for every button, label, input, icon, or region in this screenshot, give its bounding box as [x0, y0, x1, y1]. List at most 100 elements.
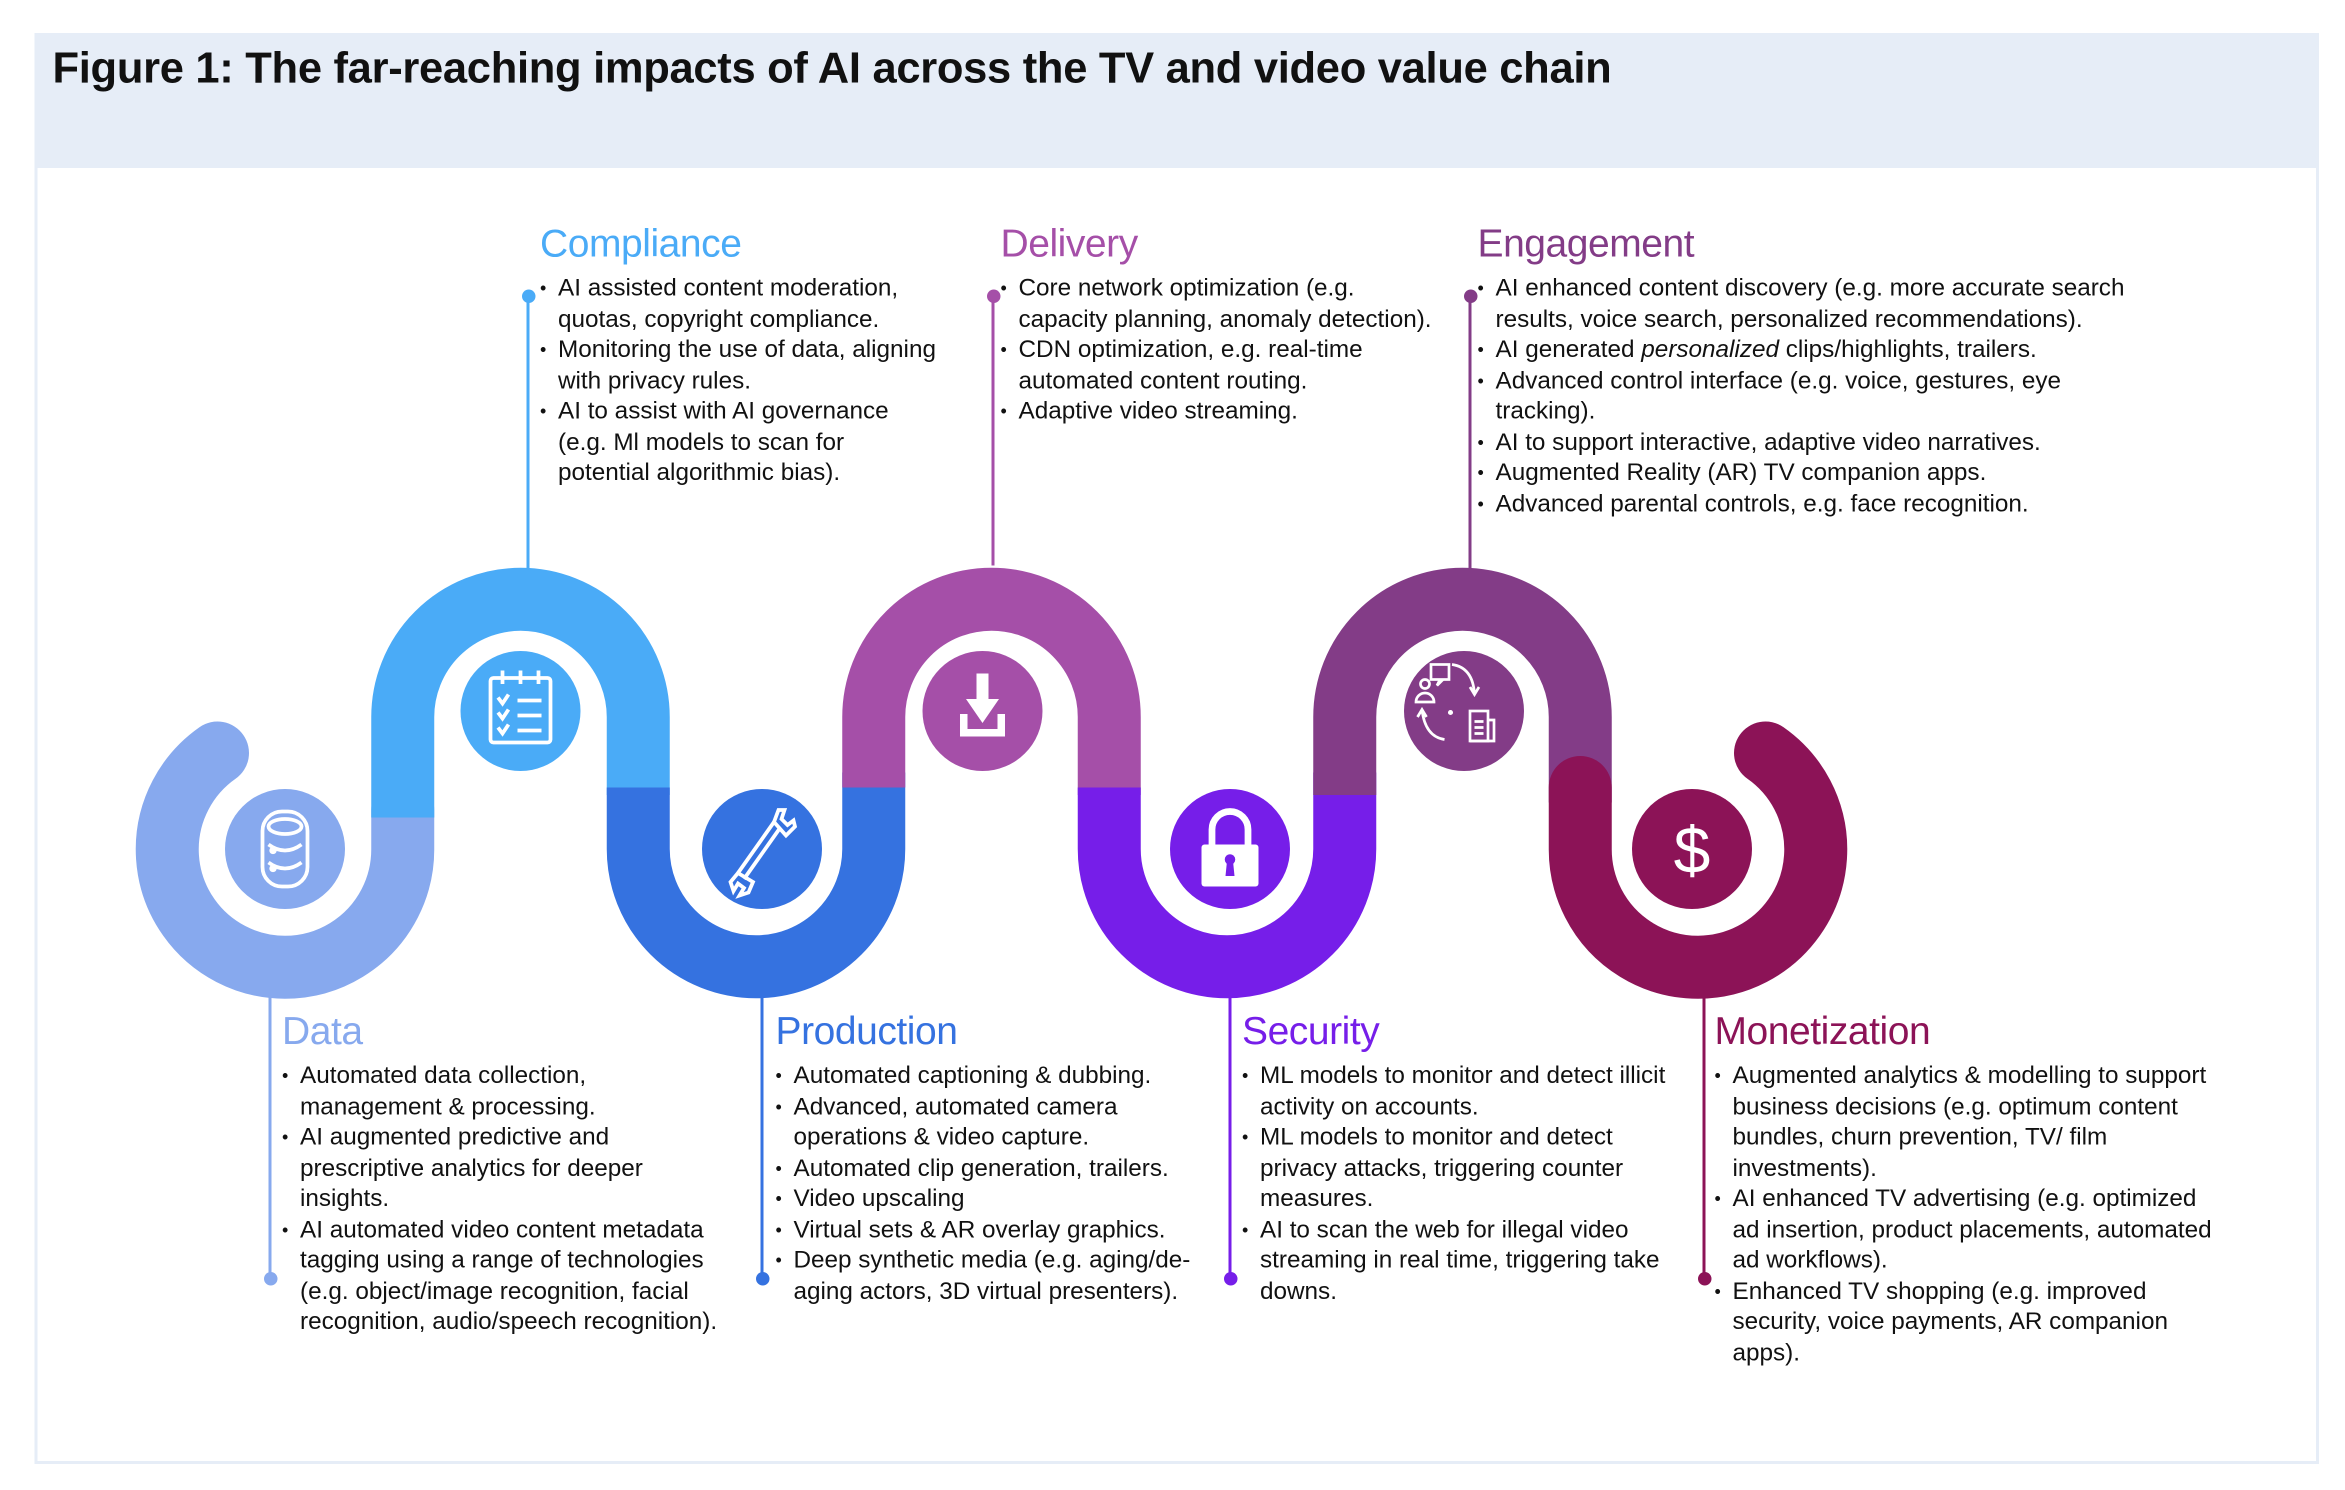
- stage-bullet-item: Augmented Reality (AR) TV companion apps…: [1478, 458, 2138, 489]
- stage-title: Engagement: [1477, 220, 1695, 266]
- emphasis-text: personalized: [1641, 336, 1779, 363]
- wrench-icon: [728, 808, 798, 899]
- bullet-text: AI generated: [1495, 336, 1642, 363]
- bullet-text: Video upscaling: [793, 1185, 965, 1212]
- bullet-text: Automated captioning & dubbing.: [793, 1062, 1152, 1089]
- stage-bullet-item: Advanced, automated camera operations & …: [776, 1091, 1226, 1153]
- bullet-text: Automated data collection, management & …: [300, 1062, 596, 1120]
- bullet-text: Core network optimization (e.g. capacity…: [1018, 274, 1432, 333]
- production-connector: [760, 990, 764, 1278]
- stage-item-list: AI enhanced content discovery (e.g. more…: [1478, 273, 2138, 519]
- stage-bullet-item: AI automated video content metadata tagg…: [282, 1214, 732, 1337]
- stage-bullet-item: Automated clip generation, trailers.: [776, 1153, 1226, 1184]
- stage-bullet-item: AI to scan the web for illegal video str…: [1242, 1214, 1677, 1306]
- stage-bullet-item: AI generated personalized clips/highligh…: [1478, 335, 2138, 366]
- stage-bullet-item: Augmented analytics & modelling to suppo…: [1715, 1061, 2218, 1184]
- delivery-connector: [991, 295, 995, 566]
- dollar-icon: $: [1674, 813, 1711, 887]
- snake-segment-compliance: [371, 567, 670, 818]
- snake-segment-security: [1077, 772, 1377, 999]
- stage-bullet-item: Monitoring the use of data, aligning wit…: [540, 335, 938, 397]
- snake-segment-engagement: [1313, 567, 1612, 803]
- engagement-connector: [1468, 295, 1472, 578]
- snake-segment-production: [606, 772, 906, 999]
- stage-bullet-item: AI augmented predictive and prescriptive…: [282, 1122, 732, 1214]
- stage-bullet-item: Advanced control interface (e.g. voice, …: [1478, 365, 2138, 427]
- stage-bullet-item: AI to assist with AI governance (e.g. Ml…: [540, 396, 938, 488]
- header-band: [34, 33, 2319, 168]
- bullet-text: AI to assist with AI governance (e.g. Ml…: [558, 397, 889, 487]
- database-icon: [260, 809, 310, 889]
- stage-item-list: Augmented analytics & modelling to suppo…: [1715, 1061, 2218, 1369]
- bullet-text: Advanced parental controls, e.g. face re…: [1495, 489, 2029, 517]
- bullet-text: ML models to monitor and detect illicit …: [1260, 1062, 1666, 1120]
- stage-bullet-item: ML models to monitor and detect privacy …: [1242, 1122, 1677, 1214]
- compliance-connector: [526, 295, 530, 578]
- production-icon-circle: [702, 789, 822, 909]
- stage-production: ProductionAutomated captioning & dubbing…: [776, 1008, 1226, 1307]
- stage-bullet-item: AI enhanced TV advertising (e.g. optimiz…: [1715, 1184, 2218, 1276]
- stage-bullet-item: AI assisted content moderation, quotas, …: [540, 273, 938, 335]
- bullet-text: Adaptive video streaming.: [1018, 397, 1298, 425]
- monetization-connector-dot: [1697, 1272, 1711, 1286]
- bullet-text: AI enhanced TV advertising (e.g. optimiz…: [1732, 1185, 2212, 1274]
- figure-title: Figure 1: The far-reaching impacts of AI…: [52, 45, 1612, 93]
- delivery-connector-dot: [986, 289, 1000, 303]
- stage-bullet-item: AI to support interactive, adaptive vide…: [1478, 427, 2138, 458]
- download-icon: [960, 673, 1005, 737]
- bullet-text: Augmented analytics & modelling to suppo…: [1732, 1062, 2207, 1182]
- bullet-text: ML models to monitor and detect privacy …: [1260, 1123, 1624, 1213]
- bullet-text: CDN optimization, e.g. real-time automat…: [1018, 336, 1363, 394]
- stage-monetization: MonetizationAugmented analytics & modell…: [1715, 1008, 2218, 1368]
- bullet-text: AI to support interactive, adaptive vide…: [1495, 428, 2041, 456]
- stage-engagement: Engagement AI enhanced content discovery …: [1478, 221, 2138, 520]
- bullet-text: Advanced control interface (e.g. voice, …: [1495, 366, 2062, 425]
- bullet-text: clips/highlights, trailers.: [1779, 336, 2037, 363]
- bullet-text: AI assisted content moderation, quotas, …: [558, 274, 899, 333]
- stage-bullet-item: Enhanced TV shopping (e.g. improved secu…: [1715, 1276, 2218, 1368]
- stage-item-list: ML models to monitor and detect illicit …: [1242, 1061, 1677, 1307]
- stage-title: Monetization: [1714, 1008, 1931, 1053]
- bullet-text: AI augmented predictive and prescriptive…: [300, 1123, 643, 1213]
- security-connector-dot: [1223, 1272, 1237, 1286]
- stage-title: Security: [1242, 1008, 1380, 1053]
- stage-bullet-item: Advanced parental controls, e.g. face re…: [1478, 488, 2138, 519]
- bullet-text: Monitoring the use of data, aligning wit…: [558, 336, 936, 394]
- bullet-text: Advanced, automated camera operations & …: [793, 1092, 1118, 1151]
- snake-segment-data: [135, 721, 435, 999]
- stage-bullet-item: Deep synthetic media (e.g. aging/de-agin…: [776, 1245, 1226, 1307]
- monetization-icon-circle: [1632, 789, 1752, 909]
- bullet-text: AI automated video content metadata tagg…: [300, 1215, 718, 1335]
- stage-bullet-item: Adaptive video streaming.: [1001, 396, 1436, 427]
- data-connector: [268, 990, 272, 1278]
- stage-data: DataAutomated data collection, managemen…: [282, 1008, 732, 1337]
- stage-bullet-item: Automated data collection, management & …: [282, 1061, 732, 1123]
- production-connector-dot: [755, 1272, 769, 1286]
- bullet-text: Enhanced TV shopping (e.g. improved secu…: [1732, 1277, 2168, 1366]
- stage-title: Production: [775, 1008, 958, 1053]
- snake-segment-delivery: [842, 567, 1141, 795]
- compliance-icon-circle: [460, 651, 581, 771]
- snake-segment-monetization: [1548, 721, 1848, 999]
- bullet-text: Automated clip generation, trailers.: [793, 1154, 1169, 1182]
- stage-item-list: Automated data collection, management & …: [282, 1061, 732, 1338]
- stage-item-list: AI assisted content moderation, quotas, …: [540, 273, 938, 488]
- stage-bullet-item: Automated captioning & dubbing.: [776, 1061, 1226, 1092]
- checklist-icon: [488, 670, 553, 745]
- data-connector-dot: [263, 1272, 277, 1286]
- user-interaction-cycle-icon: [1414, 663, 1496, 743]
- padlock-icon: [1201, 808, 1259, 887]
- compliance-connector-dot: [521, 289, 535, 303]
- stage-title: Delivery: [1000, 220, 1139, 266]
- stage-delivery: DeliveryCore network optimization (e.g. …: [1001, 221, 1436, 427]
- stage-bullet-item: Virtual sets & AR overlay graphics.: [776, 1214, 1226, 1245]
- engagement-connector-dot: [1463, 289, 1477, 303]
- bullet-text: Deep synthetic media (e.g. aging/de-agin…: [793, 1246, 1191, 1305]
- monetization-connector: [1702, 990, 1706, 1278]
- stage-item-list: Automated captioning & dubbing. Advanced,…: [776, 1061, 1226, 1307]
- stage-compliance: ComplianceAI assisted content moderation…: [540, 221, 938, 489]
- stage-item-list: Core network optimization (e.g. capacity…: [1001, 273, 1436, 427]
- bullet-text: AI to scan the web for illegal video str…: [1260, 1215, 1660, 1305]
